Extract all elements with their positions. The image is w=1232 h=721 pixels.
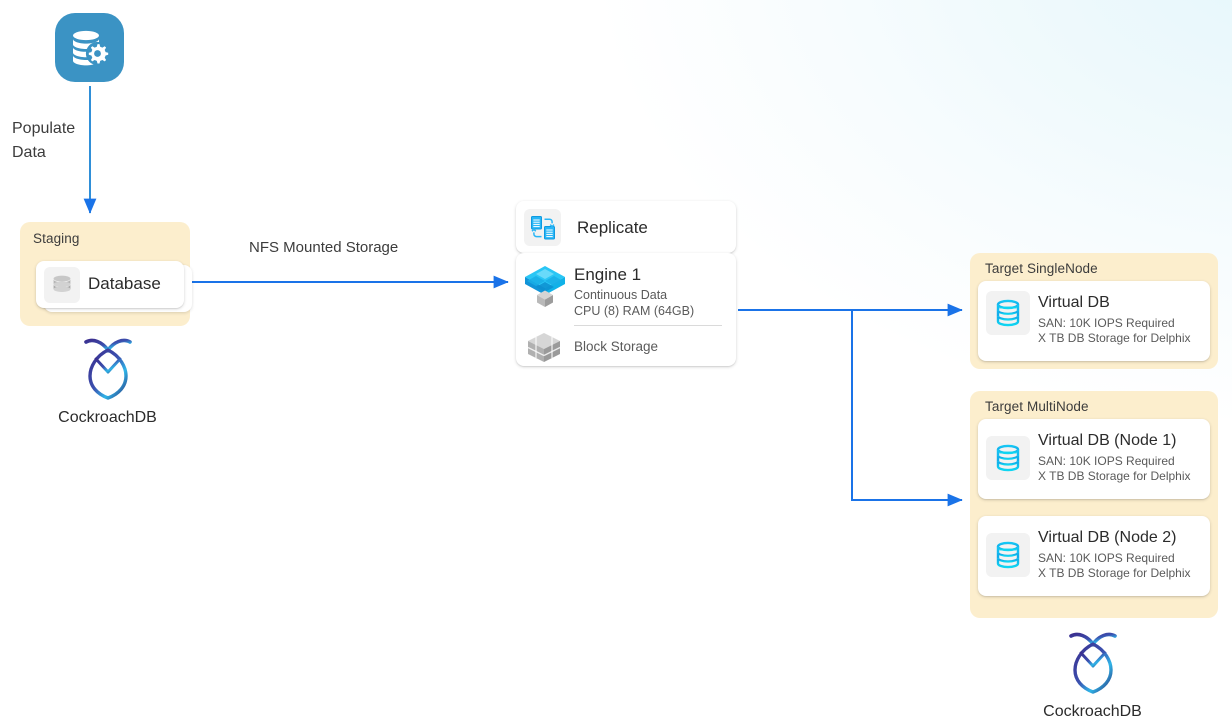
block-storage-icon — [523, 331, 565, 365]
edge-label-populate-line1: Populate — [12, 120, 76, 137]
virtual-db-storage-requirement: X TB DB Storage for Delphix — [1038, 566, 1191, 580]
cockroachdb-logo-label: CockroachDB — [58, 409, 157, 426]
edge-label-nfs: NFS Mounted Storage — [249, 239, 399, 256]
target-singlenode-label: Target SingleNode — [985, 261, 1098, 276]
target-multinode-label: Target MultiNode — [985, 399, 1089, 414]
engine-subtitle-cpu-ram: CPU (8) RAM (64GB) — [574, 304, 695, 318]
engine-subtitle-continuous-data: Continuous Data — [574, 288, 668, 302]
virtual-db-san-requirement: SAN: 10K IOPS Required — [1038, 551, 1175, 565]
engine-card-divider — [574, 325, 722, 326]
cockroachdb-logo-label: CockroachDB — [1043, 703, 1142, 720]
virtual-db-icon — [986, 533, 1030, 577]
engine-blocks-icon — [521, 262, 569, 312]
virtual-db-title: Virtual DB — [1038, 294, 1110, 311]
cockroachdb-logo — [83, 338, 132, 400]
engine-title: Engine 1 — [574, 265, 642, 284]
virtual-db-title: Virtual DB (Node 2) — [1038, 529, 1177, 546]
staging-card-label: Database — [88, 274, 161, 293]
replicate-label: Replicate — [577, 218, 648, 237]
virtual-db-storage-requirement: X TB DB Storage for Delphix — [1038, 331, 1191, 345]
staging-group-label: Staging — [33, 231, 80, 246]
virtual-db-storage-requirement: X TB DB Storage for Delphix — [1038, 469, 1191, 483]
cockroachdb-logo-staging: CockroachDB — [30, 336, 185, 427]
virtual-db-icon — [986, 291, 1030, 335]
edge-label-populate-line2: Data — [12, 144, 46, 161]
virtual-db-san-requirement: SAN: 10K IOPS Required — [1038, 316, 1175, 330]
cockroachdb-logo-target: CockroachDB — [1015, 630, 1170, 721]
virtual-db-icon — [986, 436, 1030, 480]
database-cylinder-icon — [44, 267, 80, 303]
replicate-icon — [524, 209, 561, 246]
database-gear-icon — [55, 13, 124, 82]
virtual-db-san-requirement: SAN: 10K IOPS Required — [1038, 454, 1175, 468]
cockroachdb-logo — [1068, 632, 1117, 694]
edge-engine-to-targets — [738, 303, 963, 507]
virtual-db-title: Virtual DB (Node 1) — [1038, 432, 1177, 449]
block-storage-label: Block Storage — [574, 339, 659, 354]
